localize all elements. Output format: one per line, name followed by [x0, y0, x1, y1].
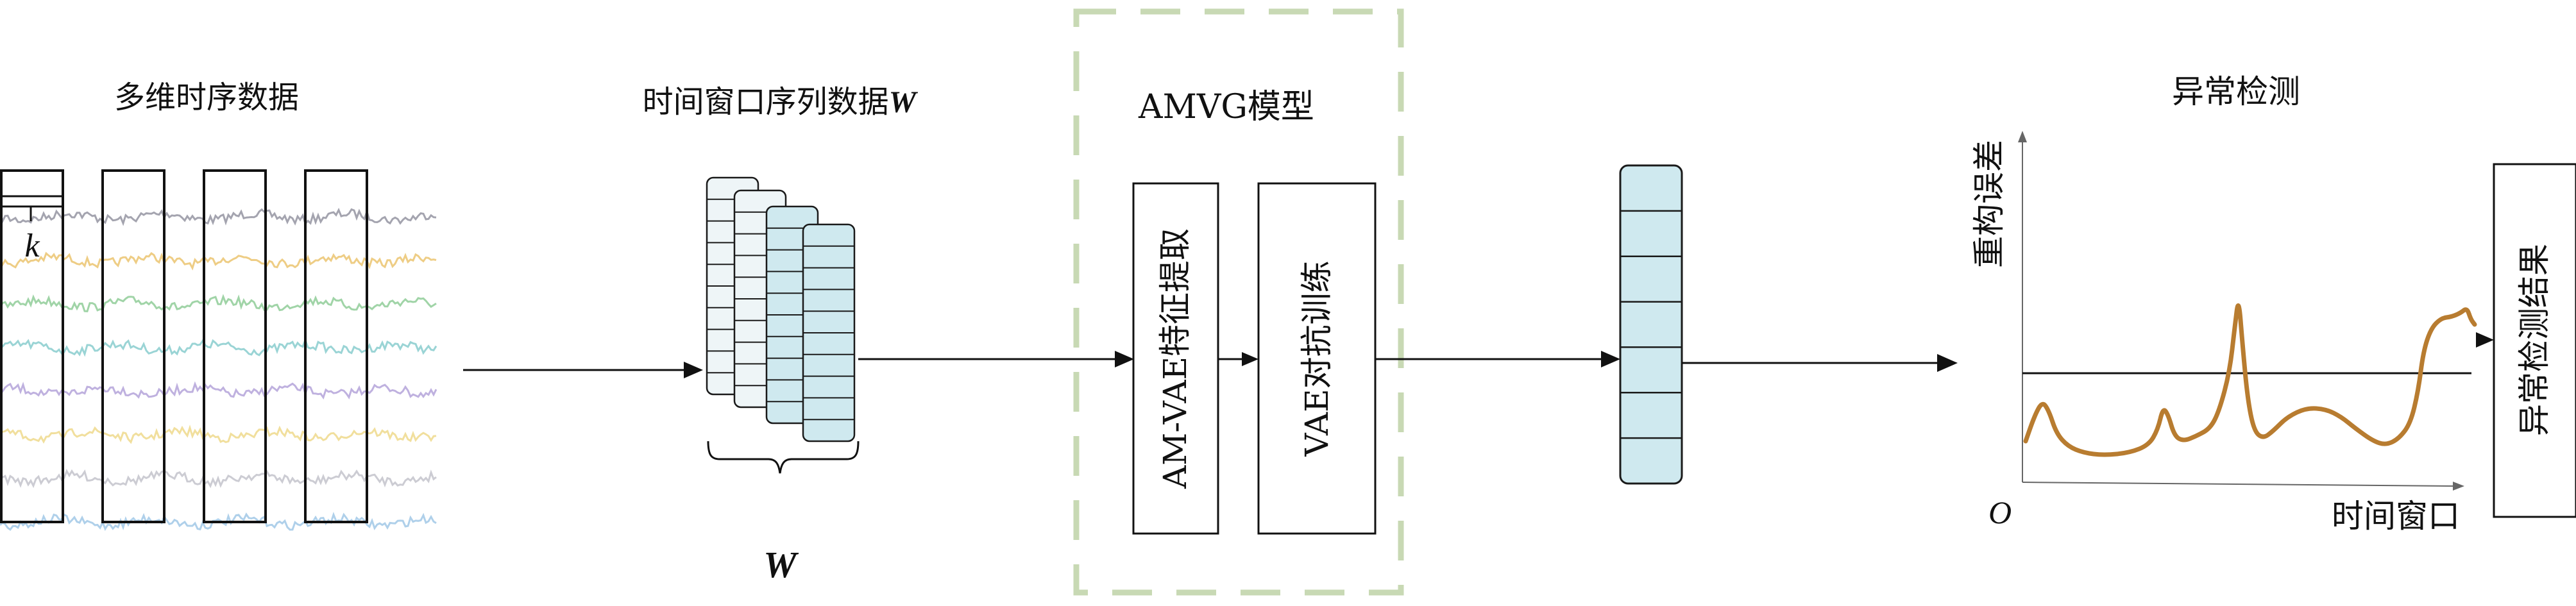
output-vector: [1619, 164, 1683, 485]
window-1: [0, 169, 64, 523]
series-line: [0, 294, 437, 312]
vae-adversarial-block-label: VAE对抗训练: [1298, 260, 1335, 457]
am-vae-block: [1132, 182, 1219, 535]
y-axis-label: 重构误差: [1970, 140, 2008, 268]
arrowhead-1-icon: [684, 362, 703, 378]
w-brace: [707, 441, 860, 474]
series-line: [0, 208, 437, 226]
stacked-window-matrices: [706, 176, 856, 442]
series-line: [0, 512, 437, 532]
window-3: [203, 169, 267, 523]
series-line: [0, 251, 437, 271]
sliding-windows: [0, 169, 368, 523]
x-axis: [2022, 482, 2456, 487]
result-block: [2493, 163, 2576, 518]
window-2: [101, 169, 165, 523]
y-axis-arrow-icon: [2018, 131, 2027, 142]
output-vector-box: [1619, 164, 1683, 485]
arrowhead-3-icon: [1242, 352, 1258, 366]
reconstruction-error-curve: [2023, 303, 2477, 457]
arrowhead-2-icon: [1115, 351, 1134, 367]
title-multivariate: 多维时序数据: [114, 80, 299, 115]
series-line: [0, 337, 437, 357]
vae-adversarial-block: [1257, 182, 1377, 535]
window-k-label: k: [24, 228, 40, 264]
title-anomaly-detection: 异常检测: [2172, 73, 2300, 110]
arrowhead-4-icon: [1601, 351, 1620, 367]
title-amvg-model: AMVG模型: [1138, 88, 1314, 126]
result-block-label: 异常检测结果: [2516, 244, 2553, 436]
series-line: [0, 425, 437, 444]
series-line: [0, 469, 437, 489]
k-marker: [0, 195, 64, 221]
amvg-dashed-box: [1073, 8, 1404, 596]
arrowhead-6-icon: [2476, 332, 2494, 348]
x-axis-label: 时间窗口: [2332, 498, 2460, 535]
time-series-lines: [0, 208, 437, 532]
origin-label: O: [1988, 494, 2012, 530]
am-vae-block-label: AM-VAE特征提取: [1157, 228, 1194, 489]
arrowhead-5-icon: [1937, 354, 1958, 372]
brace-w-label: W: [763, 544, 799, 585]
x-axis-arrow-icon: [2453, 482, 2464, 491]
series-line: [0, 381, 437, 400]
window-4: [304, 169, 368, 523]
title-window-sequence: 时间窗口序列数据W: [643, 84, 919, 120]
